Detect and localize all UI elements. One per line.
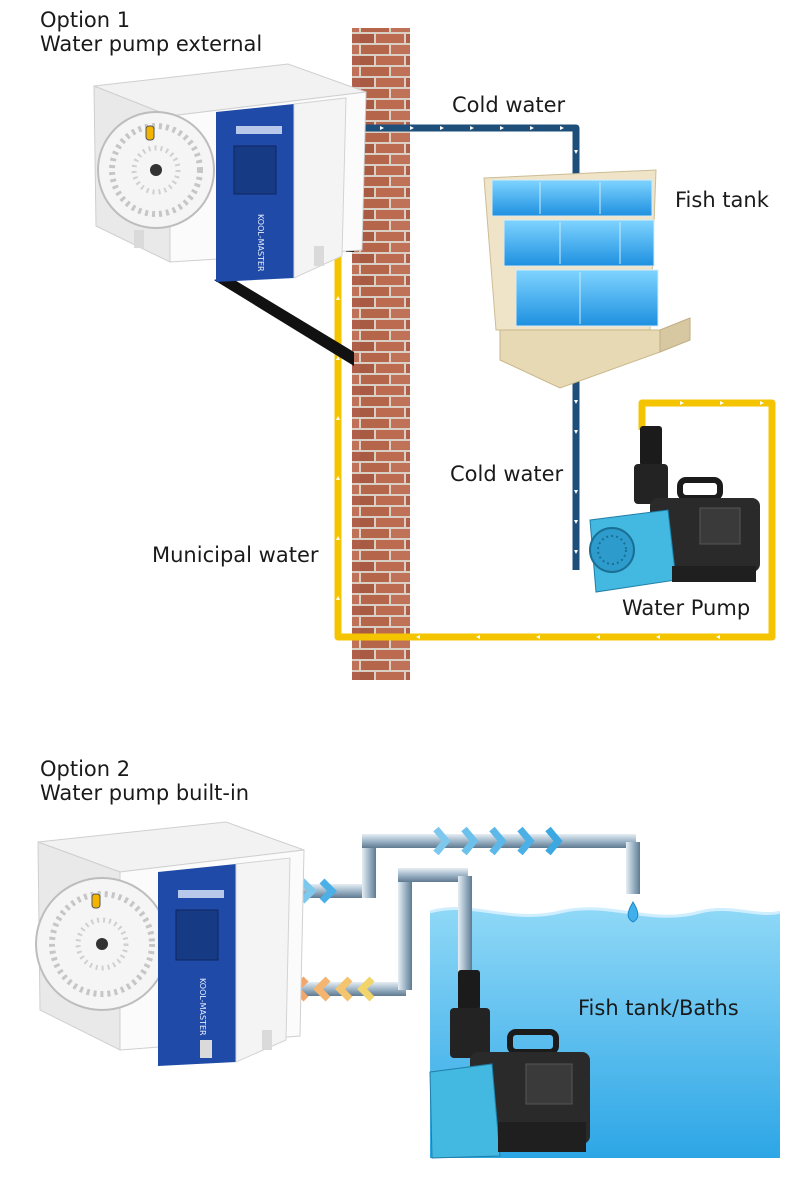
chiller-unit-option2: KOOL-MASTER [36, 822, 304, 1066]
brand-text-option1: KOOL-MASTER [256, 214, 265, 272]
water-droplet [628, 902, 638, 922]
chiller-unit-option1: KOOL-MASTER [94, 64, 366, 282]
fish-tank-option1 [484, 170, 690, 388]
water-pump-option1 [590, 426, 760, 592]
brand-text-option2: KOOL-MASTER [198, 978, 207, 1036]
fish-tank-baths-label: Fish tank/Baths [578, 996, 739, 1020]
